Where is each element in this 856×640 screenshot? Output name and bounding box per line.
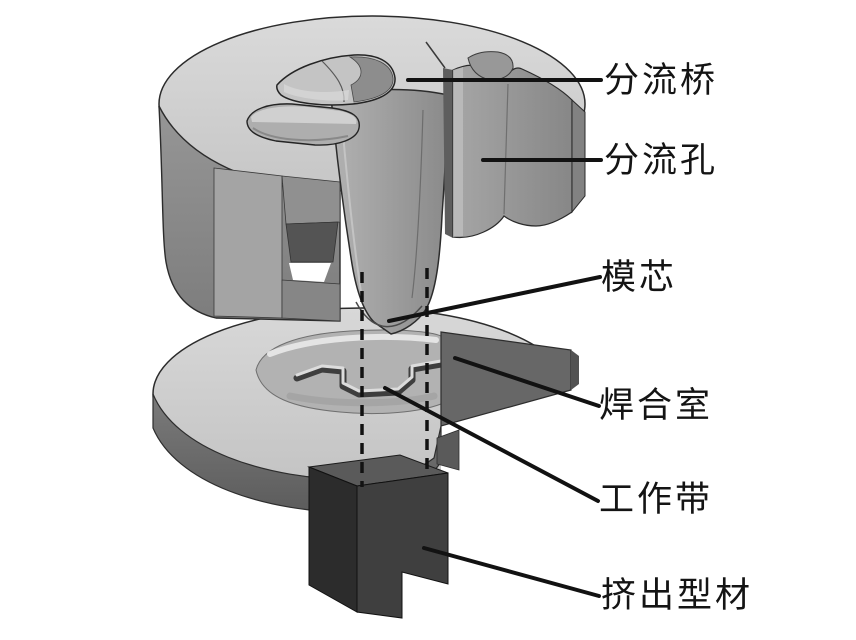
section-slot-shadow — [443, 68, 453, 238]
right-block-side-face — [571, 98, 586, 214]
leader-lines — [383, 78, 603, 598]
slot-inner-wall-highlight — [453, 67, 463, 237]
leader-line-extruded-profile — [422, 546, 601, 598]
porthole-exit-slope — [281, 175, 341, 225]
label-die-core: 模芯 — [601, 258, 678, 297]
extruded-profile-solid — [307, 454, 449, 619]
front-porthole-top-face — [251, 106, 357, 124]
splitter-hole-channel-ridge — [503, 83, 509, 215]
mandrel-edge-line — [411, 109, 424, 299]
kidney-porthole-inner-wall — [348, 56, 394, 103]
label-welding-chamber: 焊合室 — [599, 386, 714, 425]
lower-die-step-notch — [436, 429, 460, 471]
welding-chamber-floor-shade — [286, 392, 438, 407]
front-porthole-bottom-shade — [252, 127, 349, 142]
label-bearing-land: 工作带 — [599, 480, 714, 519]
top-surface-cut-line — [425, 41, 446, 69]
under-bridge-opening — [285, 221, 339, 263]
upper-die-front-section-face — [213, 167, 283, 319]
splitter-hole-section-face — [452, 64, 573, 239]
leader-line-welding-chamber — [453, 356, 601, 408]
leader-line-die-core — [387, 275, 602, 323]
profile-front-face — [308, 466, 358, 613]
through-gap — [289, 263, 331, 282]
welding-chamber-rim-highlight — [267, 333, 439, 357]
upper-die — [158, 15, 586, 335]
upper-die-inner-wall — [281, 279, 341, 322]
label-splitter-bridge: 分流桥 — [604, 61, 719, 100]
label-extruded-profile: 挤出型材 — [601, 576, 754, 615]
label-splitter-hole: 分流孔 — [604, 141, 719, 180]
leader-line-bearing-land — [383, 386, 600, 503]
sectioned-porthole-top — [467, 51, 514, 81]
extrusion-axis-lines — [360, 268, 429, 487]
lower-die-section-edge — [571, 350, 579, 390]
profile-right-face — [356, 472, 449, 619]
kidney-porthole-floor — [284, 84, 349, 101]
